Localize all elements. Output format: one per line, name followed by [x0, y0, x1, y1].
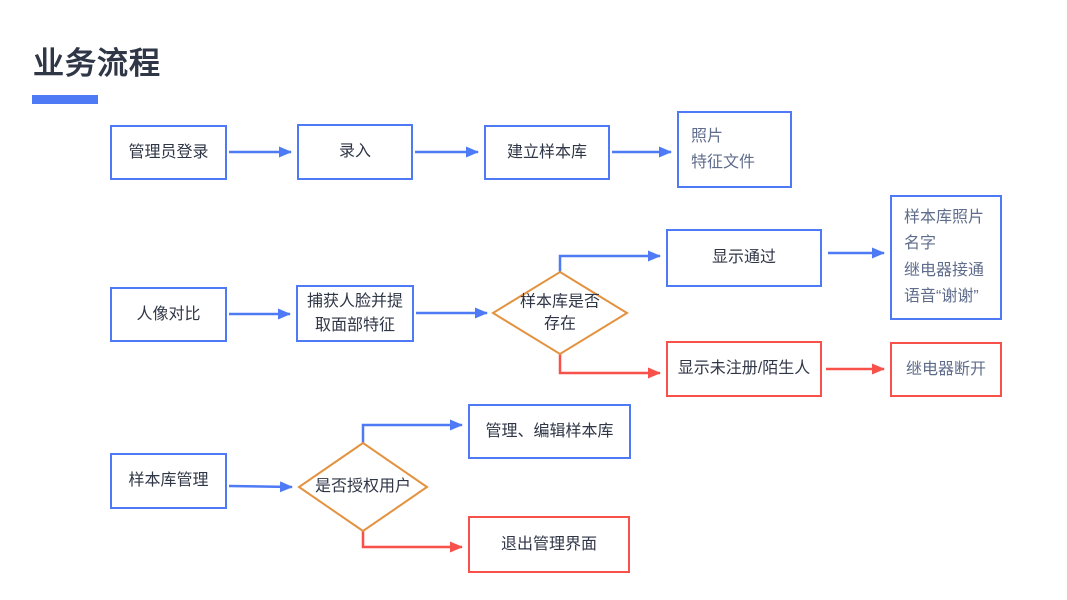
node-display-unregistered: 显示未注册/陌生人	[666, 341, 822, 397]
page-title: 业务流程	[33, 46, 161, 81]
decision-library-exists	[491, 270, 629, 356]
decision-authorized-user	[297, 441, 429, 533]
edge-library-manage-to-authorized-user	[228, 481, 293, 493]
title-accent-bar	[32, 95, 98, 104]
node-build-library: 建立样本库	[484, 125, 610, 180]
edge-library-exists-to-display-unregistered	[558, 354, 661, 379]
edge-library-exists-to-display-pass	[558, 250, 661, 272]
node-entry: 录入	[297, 124, 413, 180]
node-admin-login: 管理员登录	[110, 125, 227, 180]
node-relay-off: 继电器断开	[890, 342, 1002, 397]
node-portrait-compare: 人像对比	[110, 287, 227, 342]
node-library-manage: 样本库管理	[110, 453, 227, 509]
node-capture-face: 捕获人脸并提 取面部特征	[296, 285, 414, 342]
node-manage-edit: 管理、编辑样本库	[468, 404, 631, 459]
node-pass-output: 样本库照片 名字 继电器接通 语音“谢谢”	[890, 195, 1002, 320]
node-exit-manage: 退出管理界面	[468, 516, 630, 573]
edge-authorized-user-to-manage-edit	[361, 419, 463, 443]
node-display-pass: 显示通过	[666, 229, 822, 287]
edge-authorized-user-to-exit-manage	[361, 531, 463, 553]
node-photo-feature: 照片 特征文件	[677, 111, 792, 188]
